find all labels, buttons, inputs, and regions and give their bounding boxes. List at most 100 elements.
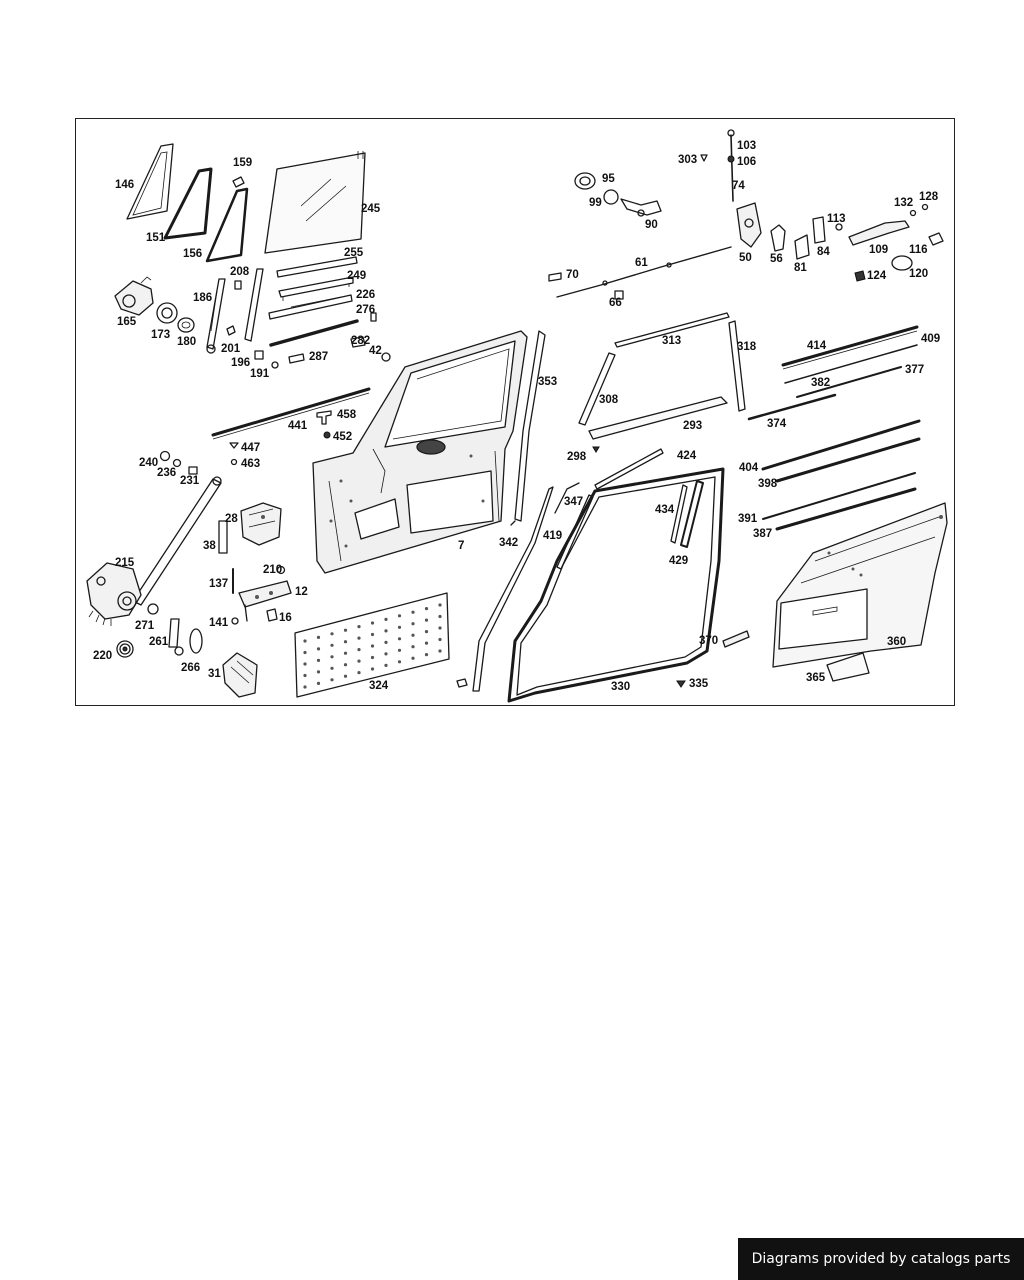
callout-196: 196 — [231, 357, 250, 369]
callout-84: 84 — [817, 246, 830, 258]
callout-95: 95 — [602, 173, 615, 185]
callout-151: 151 — [146, 232, 166, 244]
callout-458: 458 — [337, 409, 357, 421]
panel-hole — [303, 662, 307, 666]
callout-208: 208 — [230, 266, 250, 278]
callout-141: 141 — [209, 617, 229, 629]
panel-hole — [357, 625, 361, 629]
strip-398 — [775, 437, 921, 483]
callout-106: 106 — [737, 156, 756, 168]
clip-452 — [323, 431, 331, 439]
glass-channel-strips — [268, 256, 359, 347]
panel-hole — [411, 656, 415, 660]
panel-hole — [343, 663, 348, 667]
panel-hole — [424, 630, 429, 634]
panel-hole — [357, 671, 361, 675]
clip-159 — [232, 176, 245, 188]
pad-365 — [826, 652, 870, 682]
screw-113 — [835, 223, 843, 231]
callout-74: 74 — [732, 180, 745, 192]
callout-313: 313 — [662, 335, 681, 347]
panel-hole — [384, 652, 388, 656]
panel-hole — [357, 659, 361, 663]
panel-hole — [438, 637, 442, 642]
panel-hole — [303, 685, 307, 689]
lock-knob-95-99 — [574, 172, 619, 205]
small-clips-276-282-42 — [288, 312, 391, 364]
panel-hole — [438, 603, 442, 607]
callout-236: 236 — [157, 467, 176, 479]
callout-298: 298 — [567, 451, 587, 463]
clip-447 — [229, 442, 239, 449]
callout-191: 191 — [250, 368, 270, 380]
panel-hole — [303, 673, 307, 678]
moulding-318 — [728, 320, 746, 412]
hinge-plate-31 — [222, 652, 258, 698]
panel-hole — [343, 628, 348, 632]
callout-404: 404 — [739, 462, 759, 474]
panel-hole — [397, 648, 402, 652]
bushing-240 — [159, 450, 171, 462]
window-regulator-rails-186-208 — [206, 268, 264, 354]
lock-cylinder-116 — [928, 232, 944, 246]
panel-hole — [316, 670, 321, 674]
strip-404 — [761, 419, 921, 471]
slider-231 — [188, 466, 198, 475]
clip-303 — [700, 154, 708, 162]
callout-391: 391 — [738, 513, 758, 525]
panel-hole — [343, 651, 348, 655]
panel-hole — [438, 649, 442, 653]
panel-hole — [343, 674, 348, 678]
clip-bottom — [456, 678, 468, 688]
callout-387: 387 — [753, 528, 772, 540]
callout-113: 113 — [827, 213, 846, 225]
callout-7: 7 — [458, 540, 464, 552]
callout-429: 429 — [669, 555, 688, 567]
door-shell-7 — [312, 330, 528, 574]
callout-210: 210 — [263, 564, 282, 576]
panel-hole — [303, 639, 307, 643]
callout-377: 377 — [905, 364, 924, 376]
panel-hole — [316, 658, 321, 663]
callout-271: 271 — [135, 620, 155, 632]
clip-141 — [231, 617, 239, 625]
bracket-81 — [794, 234, 810, 260]
panel-hole — [411, 645, 415, 649]
screw-132 — [909, 209, 917, 217]
callout-109: 109 — [869, 244, 888, 256]
callout-165: 165 — [117, 316, 137, 328]
footer-text: Diagrams provided by catalogs parts — [751, 1251, 1011, 1267]
clip-458 — [316, 410, 332, 425]
regulator-arm-231 — [132, 476, 222, 606]
channel-434 — [670, 484, 688, 544]
callout-347: 347 — [564, 496, 583, 508]
callout-56: 56 — [770, 253, 783, 265]
parts-diagram: 1461511561592452552492262762824228718620… — [86, 129, 948, 703]
callout-186: 186 — [193, 292, 212, 304]
callout-124: 124 — [867, 270, 887, 282]
panel-hole — [411, 610, 415, 614]
callout-266: 266 — [181, 662, 200, 674]
panel-hole — [411, 622, 415, 626]
callout-180: 180 — [177, 336, 196, 348]
gasket-ring — [189, 628, 203, 654]
small-parts-196-191 — [254, 350, 279, 369]
panel-hole — [330, 678, 334, 682]
washer-236 — [172, 458, 182, 468]
callout-116: 116 — [909, 244, 928, 256]
panel-hole — [384, 617, 388, 622]
callout-38: 38 — [203, 540, 216, 552]
callout-201: 201 — [221, 343, 241, 355]
strip-382-377 — [796, 366, 902, 398]
callout-labels: 1461511561592452552492262762824228718620… — [93, 140, 940, 693]
panel-hole — [357, 648, 361, 652]
callout-353: 353 — [538, 376, 557, 388]
clip-66 — [614, 290, 624, 300]
callout-342: 342 — [499, 537, 518, 549]
gasket-120 — [891, 255, 913, 271]
panel-hole — [397, 660, 402, 664]
callout-103: 103 — [737, 140, 756, 152]
panel-hole — [424, 607, 429, 611]
window-regulator-215 — [86, 562, 142, 626]
panel-hole — [438, 614, 442, 619]
